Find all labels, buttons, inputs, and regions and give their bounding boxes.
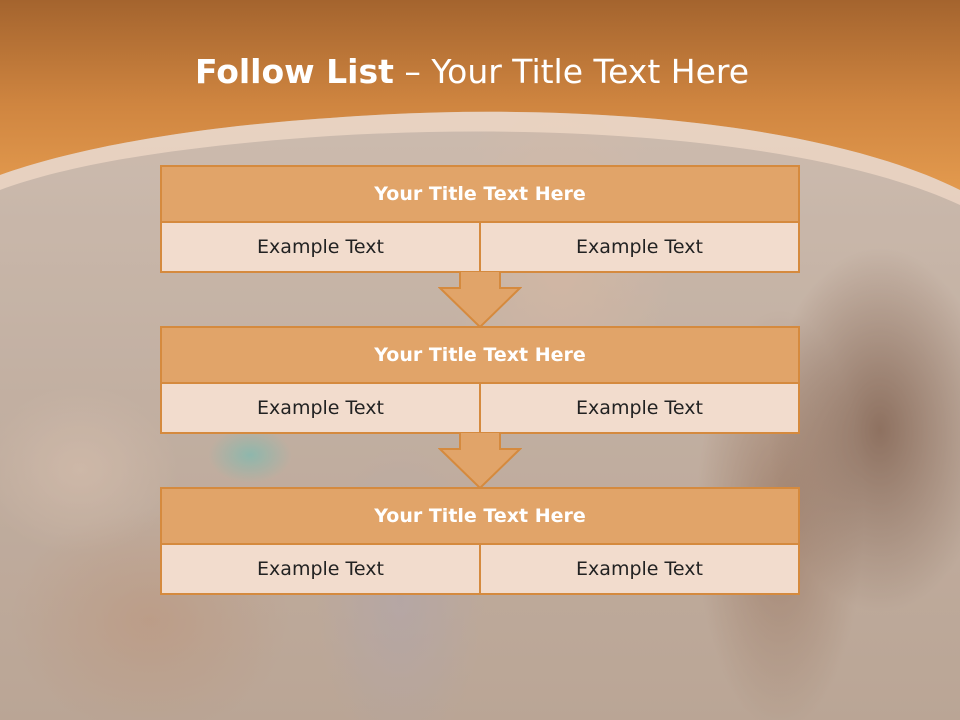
list-block-3: Your Title Text Here Example Text Exampl… (160, 487, 800, 595)
list-block-1: Your Title Text Here Example Text Exampl… (160, 165, 800, 273)
slide-title: Follow List – Your Title Text Here (0, 52, 944, 91)
block-row: Example Text Example Text (160, 545, 800, 595)
slide-title-rest: – Your Title Text Here (393, 52, 750, 91)
list-block-2: Your Title Text Here Example Text Exampl… (160, 326, 800, 434)
block-title: Your Title Text Here (160, 165, 800, 223)
down-arrow-icon (438, 432, 522, 490)
block-cell-right: Example Text (481, 223, 800, 273)
slide-title-bold: Follow List (194, 52, 394, 91)
down-arrow-icon (438, 271, 522, 329)
block-row: Example Text Example Text (160, 384, 800, 434)
block-cell-right: Example Text (481, 384, 800, 434)
block-cell-left: Example Text (160, 223, 481, 273)
block-row: Example Text Example Text (160, 223, 800, 273)
block-cell-right: Example Text (481, 545, 800, 595)
block-cell-left: Example Text (160, 545, 481, 595)
block-cell-left: Example Text (160, 384, 481, 434)
block-title: Your Title Text Here (160, 487, 800, 545)
block-title: Your Title Text Here (160, 326, 800, 384)
header-banner (0, 0, 960, 205)
